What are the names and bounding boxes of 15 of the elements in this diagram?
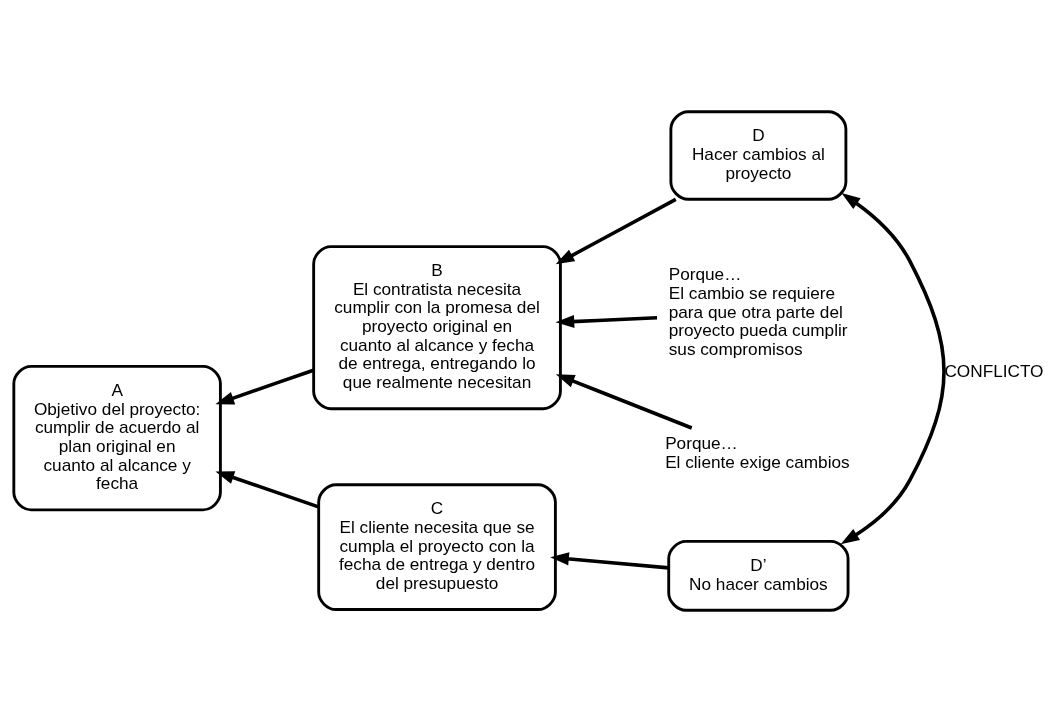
- node-box: A Objetivo del proyecto: cumplir de acuerdo al plan original en cuanto al alcance y fecha: [12, 364, 222, 511]
- arrow: [555, 373, 693, 430]
- arrow: [215, 470, 320, 509]
- arrow: [555, 314, 658, 328]
- edge-label: CONFLICTO: [944, 360, 1044, 381]
- node-box: B El contratista necesita cumplir con la promesa del proyecto original en cuanto al alcance y fecha de entrega, entregando lo que realmente necesitan: [312, 244, 562, 410]
- node-box: D Hacer cambios al proyecto: [669, 109, 848, 201]
- arrow: [215, 368, 315, 404]
- arrow: [550, 551, 669, 570]
- arrow: [840, 192, 946, 544]
- arrow: [555, 197, 677, 264]
- node-text: Porque… El cliente exige cambios: [665, 432, 850, 472]
- node-text: Porque… El cambio se requiere para que otra parte del proyecto pueda cumplir sus compromisos: [668, 263, 848, 359]
- node-box: C El cliente necesita que se cumpla el proyecto con la fecha de entrega y dentro del presupuesto: [317, 482, 557, 611]
- node-box: D’ No hacer cambios: [667, 539, 850, 612]
